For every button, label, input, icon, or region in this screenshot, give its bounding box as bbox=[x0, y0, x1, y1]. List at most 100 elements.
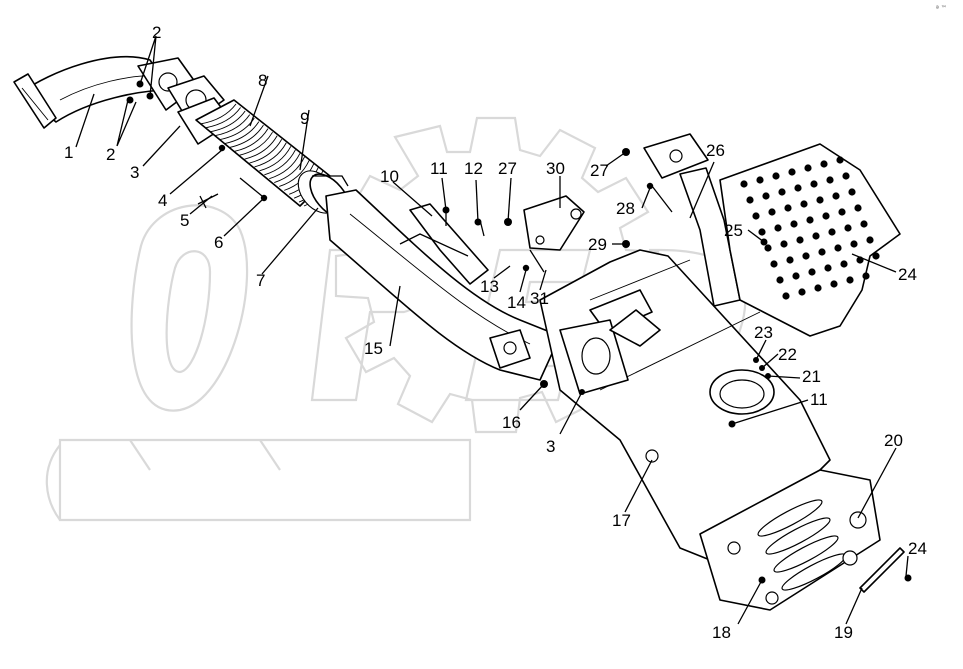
callout-8: 8 bbox=[258, 71, 267, 90]
perforation-hole bbox=[812, 232, 820, 240]
perforation-hole bbox=[786, 256, 794, 264]
perforation-hole bbox=[798, 288, 806, 296]
callout-21: 21 bbox=[802, 367, 821, 386]
callout-11: 11 bbox=[810, 390, 828, 409]
perforation-hole bbox=[862, 272, 870, 280]
perforation-hole bbox=[872, 252, 880, 260]
callout-13: 13 bbox=[480, 277, 499, 296]
callout-27: 27 bbox=[498, 159, 517, 178]
tail-pipe-lower bbox=[859, 547, 905, 593]
perforation-hole bbox=[792, 272, 800, 280]
perforation-hole bbox=[846, 276, 854, 284]
perforation-hole bbox=[806, 216, 814, 224]
bellows-rib bbox=[214, 114, 251, 137]
callout-15: 15 bbox=[364, 339, 383, 358]
perforation-hole bbox=[808, 268, 816, 276]
bellows-rib bbox=[239, 131, 273, 156]
perforation-hole bbox=[794, 184, 802, 192]
perforation-hole bbox=[788, 168, 796, 176]
perforation-hole bbox=[848, 188, 856, 196]
callout-9: 9 bbox=[300, 109, 309, 128]
perforation-hole bbox=[842, 172, 850, 180]
perforation-hole bbox=[854, 204, 862, 212]
perforation-hole bbox=[832, 192, 840, 200]
bellows-rib bbox=[269, 153, 301, 180]
callout-22: 22 bbox=[778, 345, 797, 364]
perforation-hole bbox=[818, 248, 826, 256]
bellows-rib bbox=[279, 160, 310, 187]
bellows-rib bbox=[199, 103, 237, 125]
bellows-rib bbox=[209, 110, 246, 133]
perforation-hole bbox=[774, 224, 782, 232]
perforation-hole bbox=[824, 264, 832, 272]
bellows-rib bbox=[244, 135, 278, 160]
callout-29: 29 bbox=[588, 235, 607, 254]
callout-24: 24 bbox=[898, 265, 917, 284]
perforation-hole bbox=[802, 252, 810, 260]
perforation-hole bbox=[778, 188, 786, 196]
bellows-rib bbox=[259, 146, 292, 172]
callout-2: 2 bbox=[152, 23, 161, 42]
bellows-rib bbox=[264, 149, 296, 176]
perforation-hole bbox=[866, 236, 874, 244]
bellows-rib bbox=[274, 156, 305, 183]
bellows-rib bbox=[224, 121, 260, 144]
intermediate-pipe bbox=[325, 189, 561, 381]
bellows-rib bbox=[249, 139, 283, 164]
callout-28: 28 bbox=[616, 199, 635, 218]
callout-24: 24 bbox=[908, 539, 927, 558]
callout-4: 4 bbox=[158, 191, 167, 210]
bellows-rib bbox=[234, 128, 269, 152]
perforation-hole bbox=[830, 280, 838, 288]
perforation-hole bbox=[784, 204, 792, 212]
callout-14: 14 bbox=[507, 293, 526, 312]
perforation-hole bbox=[814, 284, 822, 292]
tail-pipe bbox=[643, 133, 741, 307]
perforated-heat-shield bbox=[719, 143, 901, 337]
perforation-hole bbox=[768, 208, 776, 216]
bellows-rib bbox=[254, 142, 287, 168]
callout-10: 10 bbox=[380, 167, 399, 186]
mounting-bracket bbox=[523, 195, 585, 251]
perforation-hole bbox=[816, 196, 824, 204]
callout-26: 26 bbox=[706, 141, 725, 160]
perforation-hole bbox=[826, 176, 834, 184]
bracket bbox=[399, 203, 489, 285]
perforation-hole bbox=[782, 292, 790, 300]
callout-12: 12 bbox=[464, 159, 483, 178]
perforation-hole bbox=[834, 244, 842, 252]
callout-18: 18 bbox=[712, 623, 731, 642]
perforation-hole bbox=[746, 196, 754, 204]
callout-19: 19 bbox=[834, 623, 853, 642]
perforation-hole bbox=[772, 172, 780, 180]
perforation-hole bbox=[860, 220, 868, 228]
shield-slot bbox=[773, 535, 839, 573]
callout-16: 16 bbox=[502, 413, 521, 432]
perforation-hole bbox=[764, 244, 772, 252]
perforation-hole bbox=[800, 200, 808, 208]
perforation-hole bbox=[740, 180, 748, 188]
callout-27: 27 bbox=[590, 161, 609, 180]
shield-slot bbox=[757, 499, 823, 537]
shield-slot bbox=[765, 517, 831, 555]
callout-labels: 1 2 2 3 3 4 5 6 7 8 9 10 11 11 12 13 14 … bbox=[64, 23, 927, 642]
perforation-hole bbox=[756, 176, 764, 184]
bellows-rib bbox=[229, 124, 264, 148]
perforation-hole bbox=[820, 160, 828, 168]
leader-lines bbox=[75, 35, 909, 625]
perforation-hole bbox=[758, 228, 766, 236]
callout-25: 25 bbox=[724, 221, 743, 240]
perforation-hole bbox=[770, 260, 778, 268]
callout-6: 6 bbox=[214, 233, 223, 252]
perforation-hole bbox=[752, 212, 760, 220]
perforation-hole bbox=[828, 228, 836, 236]
callout-17: 17 bbox=[612, 511, 631, 530]
perforation-hole bbox=[850, 240, 858, 248]
perforation-hole bbox=[780, 240, 788, 248]
perforation-hole bbox=[804, 164, 812, 172]
perforation-hole bbox=[762, 192, 770, 200]
perforation-hole bbox=[790, 220, 798, 228]
callout-20: 20 bbox=[884, 431, 903, 450]
callout-23: 23 bbox=[754, 323, 773, 342]
perforation-hole bbox=[840, 260, 848, 268]
